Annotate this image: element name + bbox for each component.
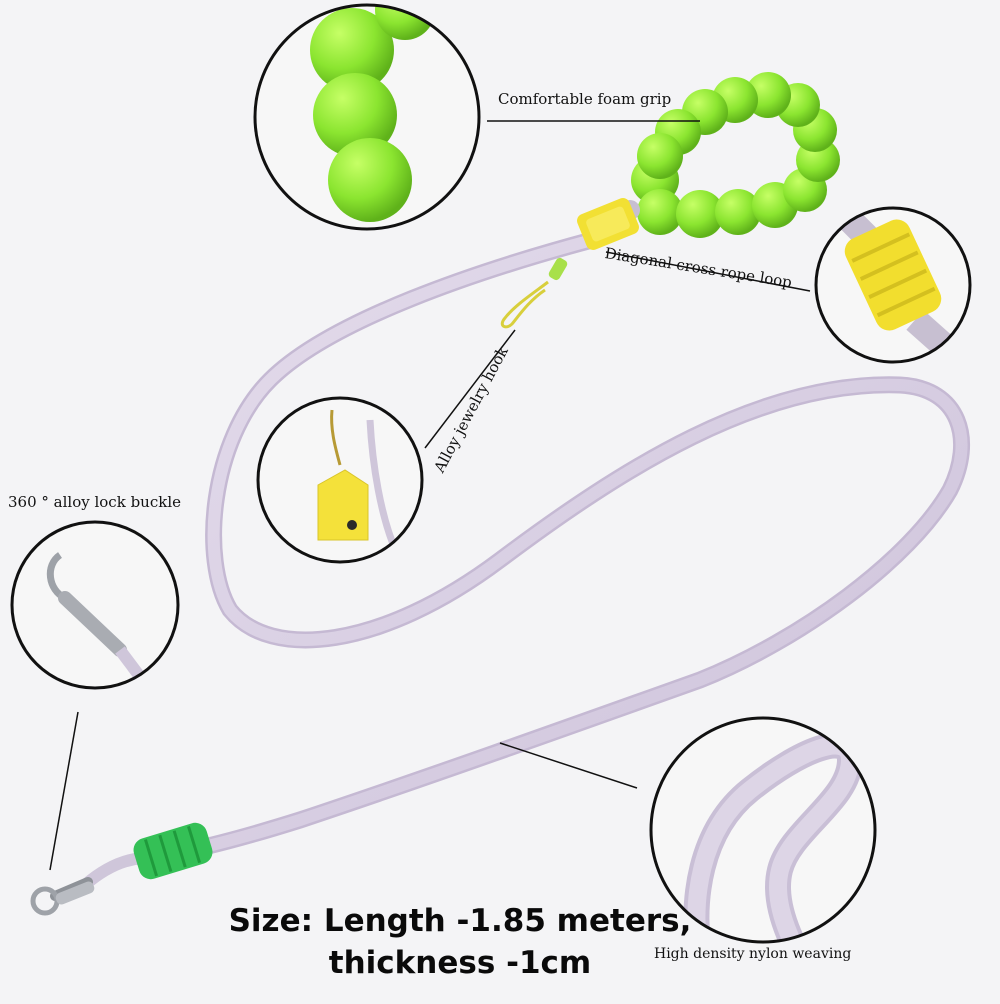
zoom-circle-buckle xyxy=(10,520,180,690)
jewelry-hook xyxy=(500,257,568,329)
nylon-label: High density nylon weaving xyxy=(654,946,852,962)
size-line-2: thickness -1cm xyxy=(328,945,592,981)
zoom-circle-hook xyxy=(256,396,424,564)
zoom-circle-loop xyxy=(814,206,972,364)
end-sleeve xyxy=(133,822,213,880)
rope-loop-sleeve xyxy=(577,198,639,250)
callout-lines xyxy=(49,120,811,871)
size-line-1: Size: Length -1.85 meters, xyxy=(228,903,692,939)
zoom-circle-nylon xyxy=(649,716,877,944)
lock-buckle xyxy=(30,877,95,916)
lock-buckle-label: 360 ° alloy lock buckle xyxy=(8,493,181,511)
foam-grip xyxy=(620,72,840,238)
size-caption: Size: Length -1.85 meters, thickness -1c… xyxy=(0,900,920,984)
foam-grip-label: Comfortable foam grip xyxy=(498,90,672,108)
zoom-circle-grip xyxy=(253,3,481,231)
